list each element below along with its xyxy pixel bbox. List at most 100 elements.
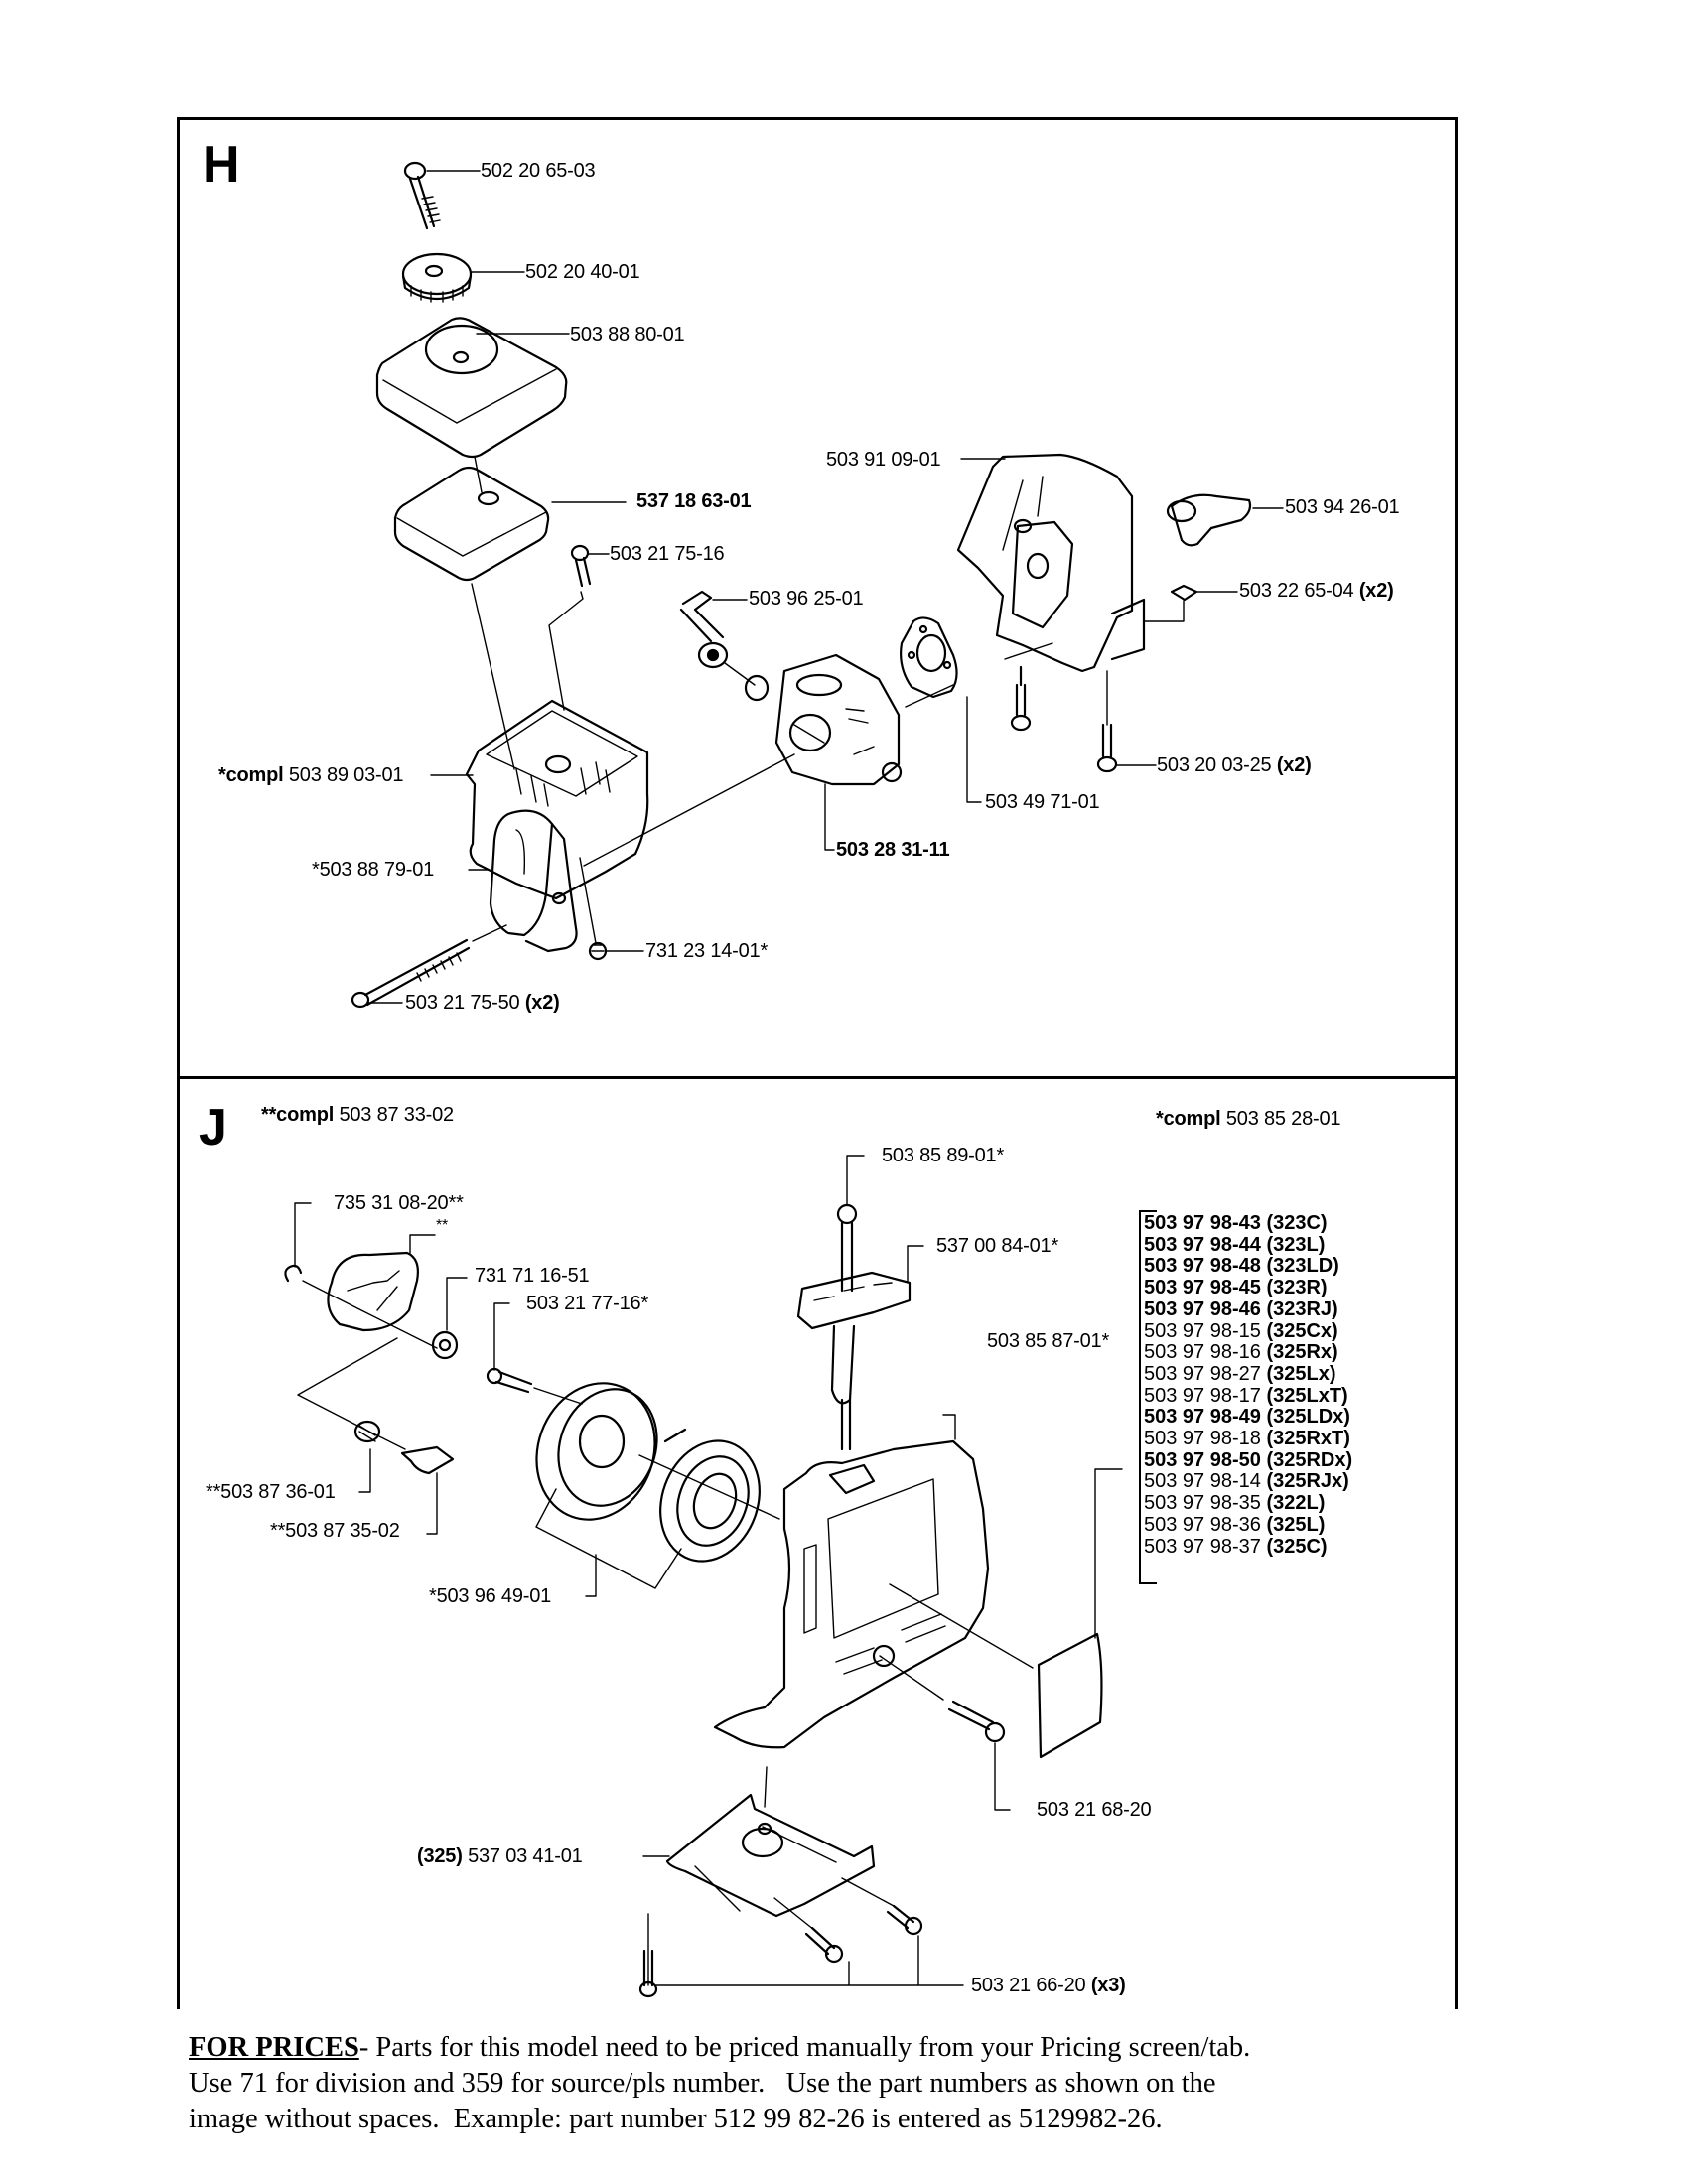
- part-label-537-03-41-01: (325) 537 03 41-01: [417, 1845, 583, 1867]
- part-label-502-20-40-01: 502 20 40-01: [525, 261, 640, 283]
- decal-model: (325LxT): [1260, 1384, 1348, 1407]
- part-label-503-85-89-01: 503 85 89-01*: [882, 1145, 1005, 1166]
- filter-drawing: [393, 456, 550, 582]
- decal-part-number: 503 97 98-36: [1144, 1513, 1261, 1536]
- part-number: 503 21 75-50: [405, 992, 520, 1014]
- compl-prefix: *compl: [218, 764, 284, 786]
- pricing-note-heading: FOR PRICES: [189, 2032, 359, 2063]
- decal-part-number: 503 97 98-15: [1144, 1319, 1261, 1342]
- decal-variant-row: 503 97 98-50 (325RDx): [1144, 1448, 1353, 1472]
- screw-housing-drawing: [947, 1700, 1011, 1811]
- quantity: (x2): [524, 992, 560, 1014]
- decal-model: (323RJ): [1260, 1297, 1338, 1320]
- decal-model: (325L): [1260, 1513, 1326, 1536]
- part-label-503-91-09-01: 503 91 09-01: [826, 449, 941, 471]
- air-box-drawing: [465, 699, 649, 900]
- part-label-503-49-71-01: 503 49 71-01: [985, 791, 1100, 813]
- decal-variant-row: 503 97 98-27 (325Lx): [1144, 1362, 1352, 1386]
- decal-model: (322L): [1260, 1492, 1326, 1515]
- decal-variant-row: 503 97 98-46 (323RJ): [1144, 1297, 1352, 1321]
- part-number: 503 85 28-01: [1225, 1108, 1341, 1130]
- decal-model: (325Cx): [1260, 1319, 1338, 1342]
- model-prefix: (325): [417, 1845, 463, 1867]
- pulley-drawing: [535, 1382, 682, 1597]
- compl-label-503-87-33-02: **compl 503 87 33-02: [261, 1104, 454, 1126]
- decal-part-number: 503 97 98-43: [1144, 1212, 1261, 1234]
- decal-variant-row: 503 97 98-18 (325RxT): [1144, 1428, 1352, 1450]
- starter-housing-drawing: [713, 1414, 1034, 1749]
- rope-guide-drawing: [836, 1155, 865, 1293]
- part-number: 503 89 03-01: [288, 764, 404, 786]
- decal-model: (325Rx): [1260, 1341, 1338, 1364]
- decal-part-number: 503 97 98-17: [1144, 1384, 1261, 1407]
- nut-square-drawing: [1143, 584, 1198, 622]
- bracket-drawing: [638, 1766, 964, 1998]
- double-star-mark: **: [436, 1217, 449, 1234]
- filter-cover-drawing: [375, 317, 568, 459]
- part-label-503-87-36-01: **503 87 36-01: [206, 1481, 336, 1503]
- decal-variant-row: 503 97 98-43 (323C): [1144, 1212, 1352, 1235]
- pricing-note: FOR PRICES- Parts for this model need to…: [189, 2030, 1479, 2137]
- part-number: 503 22 65-04: [1239, 580, 1354, 602]
- part-label-503-21-75-16: 503 21 75-16: [610, 543, 725, 565]
- part-label-503-94-26-01: 503 94 26-01: [1285, 496, 1400, 518]
- decal-model: (323LD): [1260, 1255, 1339, 1278]
- decal-part-number: 503 97 98-48: [1144, 1255, 1261, 1278]
- quantity: (x2): [1358, 580, 1394, 602]
- part-label-537-00-84-01: 537 00 84-01*: [936, 1235, 1059, 1257]
- section-j-frame: [177, 1076, 1458, 2009]
- decal-part-number: 503 97 98-16: [1144, 1341, 1261, 1364]
- part-label-503-96-25-01: 503 96 25-01: [749, 588, 864, 610]
- part-label-503-21-75-50: 503 21 75-50 (x2): [405, 992, 560, 1014]
- decal-model: (325LDx): [1260, 1406, 1350, 1429]
- gasket-drawing: [900, 616, 958, 699]
- part-label-502-20-65-03: 502 20 65-03: [481, 160, 596, 182]
- part-label-735-31-08-20: 735 31 08-20**: [334, 1192, 464, 1214]
- decal-model: (325RxT): [1260, 1428, 1350, 1450]
- decal-model: (325RDx): [1260, 1448, 1353, 1471]
- decal-variant-row: 503 97 98-44 (323L): [1144, 1233, 1352, 1257]
- part-number: 503 21 66-20: [971, 1975, 1086, 1996]
- decal-variant-row: 503 97 98-14 (325RJx): [1144, 1471, 1352, 1493]
- nut-j-drawing: [431, 1277, 468, 1360]
- decal-part-number: 503 97 98-27: [1144, 1362, 1261, 1385]
- decal-variant-row: 503 97 98-35 (322L): [1144, 1492, 1352, 1515]
- part-label-503-22-65-04: 503 22 65-04 (x2): [1239, 580, 1394, 602]
- shield-drawing: [956, 453, 1146, 673]
- decal-model: (323R): [1260, 1277, 1328, 1299]
- decal-part-number: 503 97 98-35: [1144, 1492, 1261, 1515]
- pawl-cover-drawing: [302, 1234, 438, 1349]
- decal-variant-row: 503 97 98-15 (325Cx): [1144, 1319, 1352, 1343]
- part-label-503-21-77-16: 503 21 77-16*: [526, 1293, 649, 1314]
- quantity: (x3): [1090, 1975, 1126, 1996]
- circlip-drawing: [284, 1202, 312, 1283]
- pawl-spring-drawing: [297, 1337, 455, 1535]
- decal-part-number: 503 97 98-46: [1144, 1297, 1261, 1320]
- decal-part-number: 503 97 98-18: [1144, 1428, 1261, 1450]
- compl-label-503-85-28-01: *compl 503 85 28-01: [1156, 1108, 1341, 1130]
- recoil-spring-drawing: [659, 1428, 761, 1563]
- decal-variant-row: 503 97 98-37 (325C): [1144, 1535, 1352, 1559]
- decal-drawing: [1037, 1468, 1123, 1759]
- decal-model: (325Lx): [1260, 1362, 1336, 1385]
- handle-drawing: [489, 809, 578, 953]
- part-number: 503 87 33-02: [339, 1104, 454, 1126]
- decal-model: (325C): [1260, 1535, 1328, 1558]
- part-label-503-21-66-20: 503 21 66-20 (x3): [971, 1975, 1126, 1996]
- carburetor-drawing: [744, 653, 903, 786]
- part-label-503-85-87-01: 503 85 87-01*: [987, 1330, 1110, 1352]
- screw-pulley-drawing: [486, 1302, 583, 1405]
- decal-part-number: 503 97 98-44: [1144, 1233, 1261, 1256]
- compl-prefix: **compl: [261, 1104, 335, 1126]
- knob-drawing: [401, 252, 473, 303]
- decal-variant-row: 503 97 98-36 (325L): [1144, 1513, 1352, 1537]
- screws-shield-drawing: [1010, 665, 1118, 773]
- part-label-503-87-35-02: **503 87 35-02: [270, 1520, 400, 1542]
- section-letter-h: H: [203, 136, 240, 194]
- section-letter-j: J: [199, 1099, 227, 1157]
- part-label-537-18-63-01: 537 18 63-01: [636, 490, 752, 512]
- pricing-note-line-1: FOR PRICES- Parts for this model need to…: [189, 2030, 1479, 2066]
- decal-variants-list: 503 97 98-43 (323C)503 97 98-44 (323L)50…: [1144, 1212, 1353, 1559]
- decal-variants-bracket: [1139, 1210, 1157, 1584]
